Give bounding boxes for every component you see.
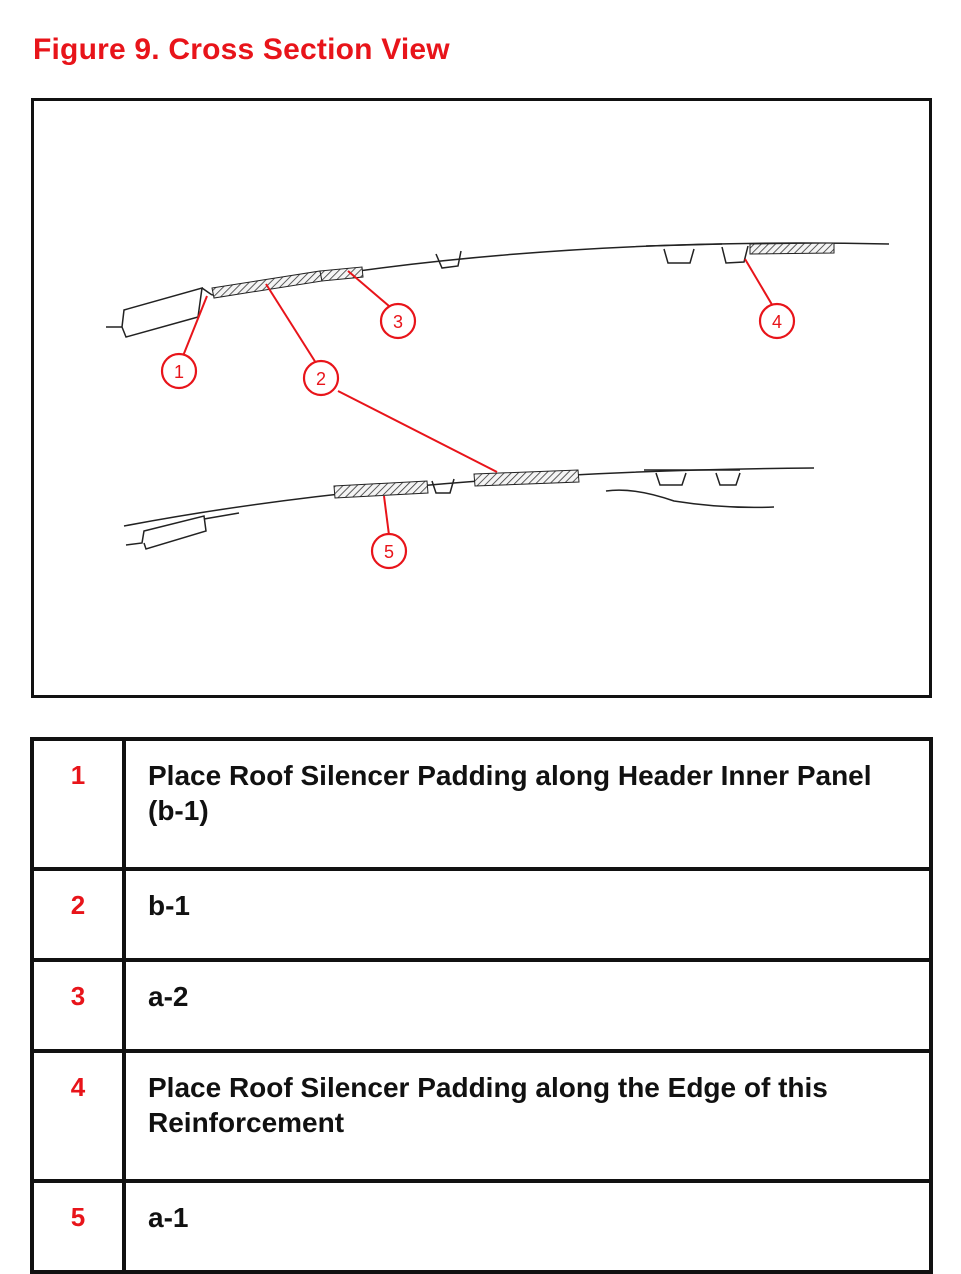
callout-5: 5 [370, 532, 408, 570]
svg-text:2: 2 [316, 369, 326, 389]
legend-row: 4 Place Roof Silencer Padding along the … [30, 1049, 933, 1183]
callout-4: 4 [758, 302, 796, 340]
lower-padding-strips [333, 469, 580, 499]
svg-text:1: 1 [174, 362, 184, 382]
lower-roof-section [123, 467, 815, 550]
legend-number: 5 [30, 1179, 126, 1274]
legend-table: 1 Place Roof Silencer Padding along Head… [30, 737, 933, 1274]
legend-number: 4 [30, 1049, 126, 1183]
cross-section-drawing: 1 2 3 4 5 [106, 242, 890, 570]
callout-1: 1 [160, 352, 198, 390]
legend-description: b-1 [122, 867, 933, 962]
legend-row: 5 a-1 [30, 1179, 933, 1274]
svg-text:5: 5 [384, 542, 394, 562]
legend-description: Place Roof Silencer Padding along the Ed… [122, 1049, 933, 1183]
upper-padding-strips [211, 242, 835, 299]
legend-row: 1 Place Roof Silencer Padding along Head… [30, 737, 933, 871]
legend-row: 3 a-2 [30, 958, 933, 1053]
cross-section-diagram: 1 2 3 4 5 [31, 98, 932, 698]
legend-number: 2 [30, 867, 126, 962]
callout-leaders [182, 258, 775, 536]
legend-row: 2 b-1 [30, 867, 933, 962]
svg-text:3: 3 [393, 312, 403, 332]
legend-description: a-2 [122, 958, 933, 1053]
figure-title: Figure 9. Cross Section View [33, 33, 450, 66]
svg-text:4: 4 [772, 312, 782, 332]
callout-2: 2 [302, 359, 340, 397]
legend-description: a-1 [122, 1179, 933, 1274]
legend-number: 3 [30, 958, 126, 1053]
legend-number: 1 [30, 737, 126, 871]
legend-description: Place Roof Silencer Padding along Header… [122, 737, 933, 871]
callout-3: 3 [379, 302, 417, 340]
